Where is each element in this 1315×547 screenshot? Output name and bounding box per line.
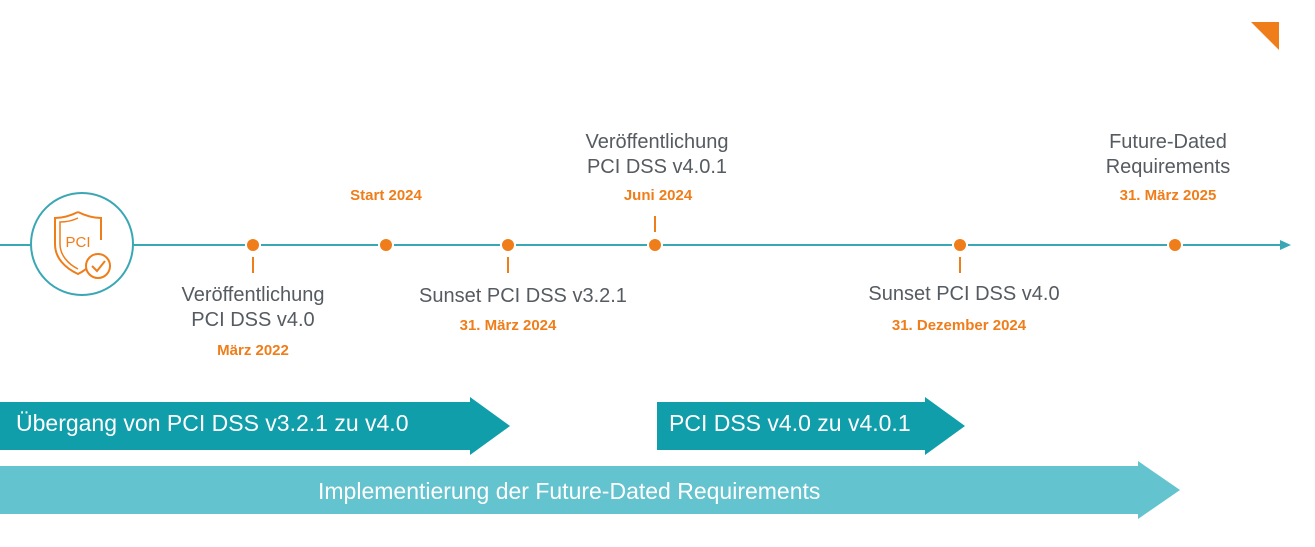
milestone-date-start-2024: Start 2024 <box>350 187 422 204</box>
milestone-date-sunset-v321: 31. März 2024 <box>459 317 557 334</box>
milestone-dot-future-dated <box>1167 237 1183 253</box>
milestone-tick-v401-release <box>654 216 656 232</box>
milestone-date-sunset-v40: 31. Dezember 2024 <box>891 317 1027 334</box>
phase-arrow-implementation-future-dated: Implementierung der Future-Dated Require… <box>0 461 1180 519</box>
milestone-dot-start-2024 <box>378 237 394 253</box>
milestone-date-future-dated: 31. März 2025 <box>1119 187 1217 204</box>
milestone-tick-sunset-v321 <box>507 257 509 273</box>
milestone-date-v40-release: März 2022 <box>217 342 289 359</box>
milestone-label-sunset-v321: Sunset PCI DSS v3.2.1 <box>419 285 627 307</box>
milestone-dot-v401-release <box>647 237 663 253</box>
milestone-tick-sunset-v40 <box>959 257 961 273</box>
timeline-axis <box>0 244 1282 246</box>
pci-shield-check-icon: PCI <box>54 211 111 279</box>
phase-label-transition-v321-v40: Übergang von PCI DSS v3.2.1 zu v4.0 <box>16 410 409 436</box>
timeline-arrowhead-icon <box>1280 240 1291 250</box>
milestone-dot-sunset-v40 <box>952 237 968 253</box>
phase-arrow-transition-v321-v40: Übergang von PCI DSS v3.2.1 zu v4.0 <box>0 397 510 455</box>
milestone-label-future-dated: Future-Dated Requirements <box>1105 131 1231 178</box>
milestone-label-v401-release: Veröffentlichung PCI DSS v4.0.1 <box>585 131 729 178</box>
pci-logo-text: PCI <box>65 234 90 251</box>
phase-arrow-transition-v40-v401: PCI DSS v4.0 zu v4.0.1 <box>657 397 965 455</box>
milestone-label-v40-release: Veröffentlichung PCI DSS v4.0 <box>181 284 325 331</box>
milestone-label-sunset-v40: Sunset PCI DSS v4.0 <box>868 283 1060 305</box>
corner-triangle-icon <box>1251 22 1279 50</box>
milestone-dot-v40-release <box>245 237 261 253</box>
phase-label-transition-v40-v401: PCI DSS v4.0 zu v4.0.1 <box>669 410 911 436</box>
milestone-dot-sunset-v321 <box>500 237 516 253</box>
milestone-tick-v40-release <box>252 257 254 273</box>
pci-logo: PCI <box>30 192 134 296</box>
phase-label-implementation-future-dated: Implementierung der Future-Dated Require… <box>318 478 821 504</box>
milestone-date-v401-release: Juni 2024 <box>623 187 693 204</box>
